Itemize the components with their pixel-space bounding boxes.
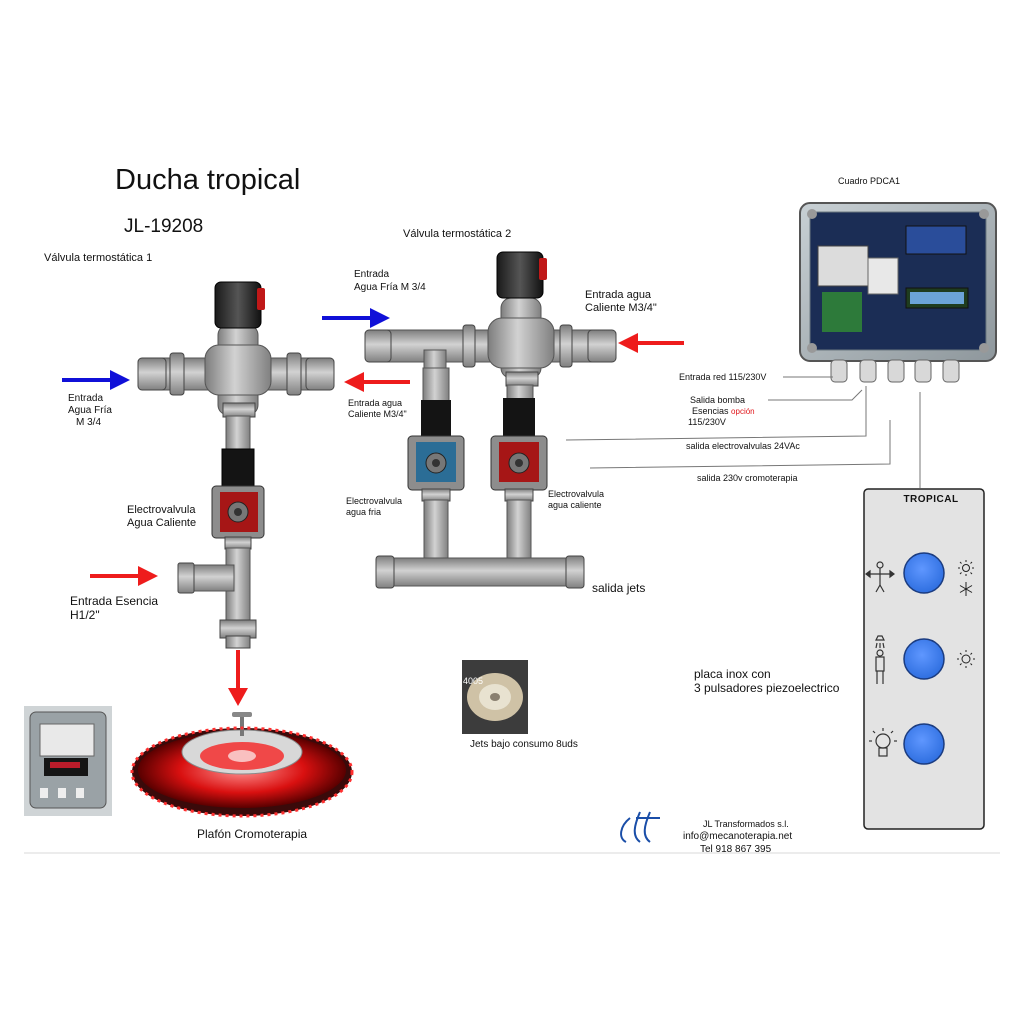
essence-in-line2: H1/2" [70,608,100,622]
page-title: Ducha tropical [115,164,301,196]
control-box-pdca1 [799,202,997,383]
essence-arrow [90,566,158,586]
company-phone: Tel 918 867 395 [700,844,772,855]
pump-out-line2-wrap: Esencias opción [692,406,755,416]
light-bulb-icon [869,728,897,757]
panel-desc-line1: placa inox con [694,667,771,681]
thermostatic-valve-1 [137,281,335,649]
lamp-feed-arrow [228,650,248,706]
valve2-ev-hot-line2: agua caliente [548,500,602,510]
panel-button-3[interactable] [903,723,945,765]
thermostatic-valve-2 [364,251,617,589]
jet-nozzle-image [462,660,528,734]
model-code: JL-19208 [124,216,204,237]
hot-water-arrow-1 [344,372,410,392]
panel-button-2[interactable] [903,638,945,680]
cold-water-arrow-2 [322,308,390,328]
lamp-control-module-image [24,706,112,816]
hot-water-arrow-2 [618,333,684,353]
valve1-cold-in-line3: M 3/4 [76,417,102,428]
person-shower-icon [865,561,895,593]
snowflake-icon [959,582,973,596]
sun-icon-1 [958,560,974,576]
company-logo [620,811,660,843]
company-email: info@mecanoterapia.net [683,831,793,842]
valve1-cold-in-line1: Entrada [68,393,104,404]
valve1-hot-in-line1: Entrada agua [348,398,403,408]
valve2-ev-cold-line2: agua fria [346,507,382,517]
ev-out-label: salida electrovalvulas 24VAc [686,441,800,451]
panel-desc-line2: 3 pulsadores piezoelectrico [694,681,840,695]
valve-2-label: Válvula termostática 2 [403,228,512,240]
pump-out-line1: Salida bomba [690,395,746,405]
sun-icon-2 [957,650,975,668]
valve2-hot-in-line2: Caliente M3/4" [585,302,657,314]
panel-title: TROPICAL [903,494,959,505]
wiring-lines [565,376,921,488]
jets-out-label: salida jets [592,581,646,595]
cold-water-arrow-1 [62,370,130,390]
valve1-ev-line2: Agua Caliente [127,517,197,529]
pump-out-line3: 115/230V [688,417,726,427]
valve2-cold-in-line1: Entrada [354,269,390,280]
valve2-hot-in-line1: Entrada agua [585,289,652,301]
chromotherapy-lamp-image [130,712,354,818]
lamp-caption: Plafón Cromoterapia [197,827,308,841]
valve2-ev-hot-line1: Electrovalvula [548,489,605,499]
network-in-label: Entrada red 115/230V [679,372,767,382]
control-box-label: Cuadro PDCA1 [838,176,901,186]
valve2-ev-cold-line1: Electrovalvula [346,496,403,506]
pump-option: opción [731,407,755,416]
jets-caption: Jets bajo consumo 8uds [470,739,578,750]
essence-in-line1: Entrada Esencia [70,594,159,608]
valve2-cold-in-line2: Agua Fría M 3/4 [354,282,426,293]
valve1-hot-in-line2: Caliente M3/4" [348,409,407,419]
pump-out-line2: Esencias [692,406,729,416]
valve1-ev-line1: Electrovalvula [127,504,196,516]
valve1-cold-in-line2: Agua Fría [68,405,112,416]
company-name: JL Transformados s.l. [703,819,789,829]
shower-head-person-icon [875,635,885,684]
valve-1-label: Válvula termostática 1 [44,252,153,264]
chromo-out-label: salida 230v cromoterapia [697,473,798,483]
panel-button-1[interactable] [903,552,945,594]
jets-photo-label: 4005 [463,676,484,686]
